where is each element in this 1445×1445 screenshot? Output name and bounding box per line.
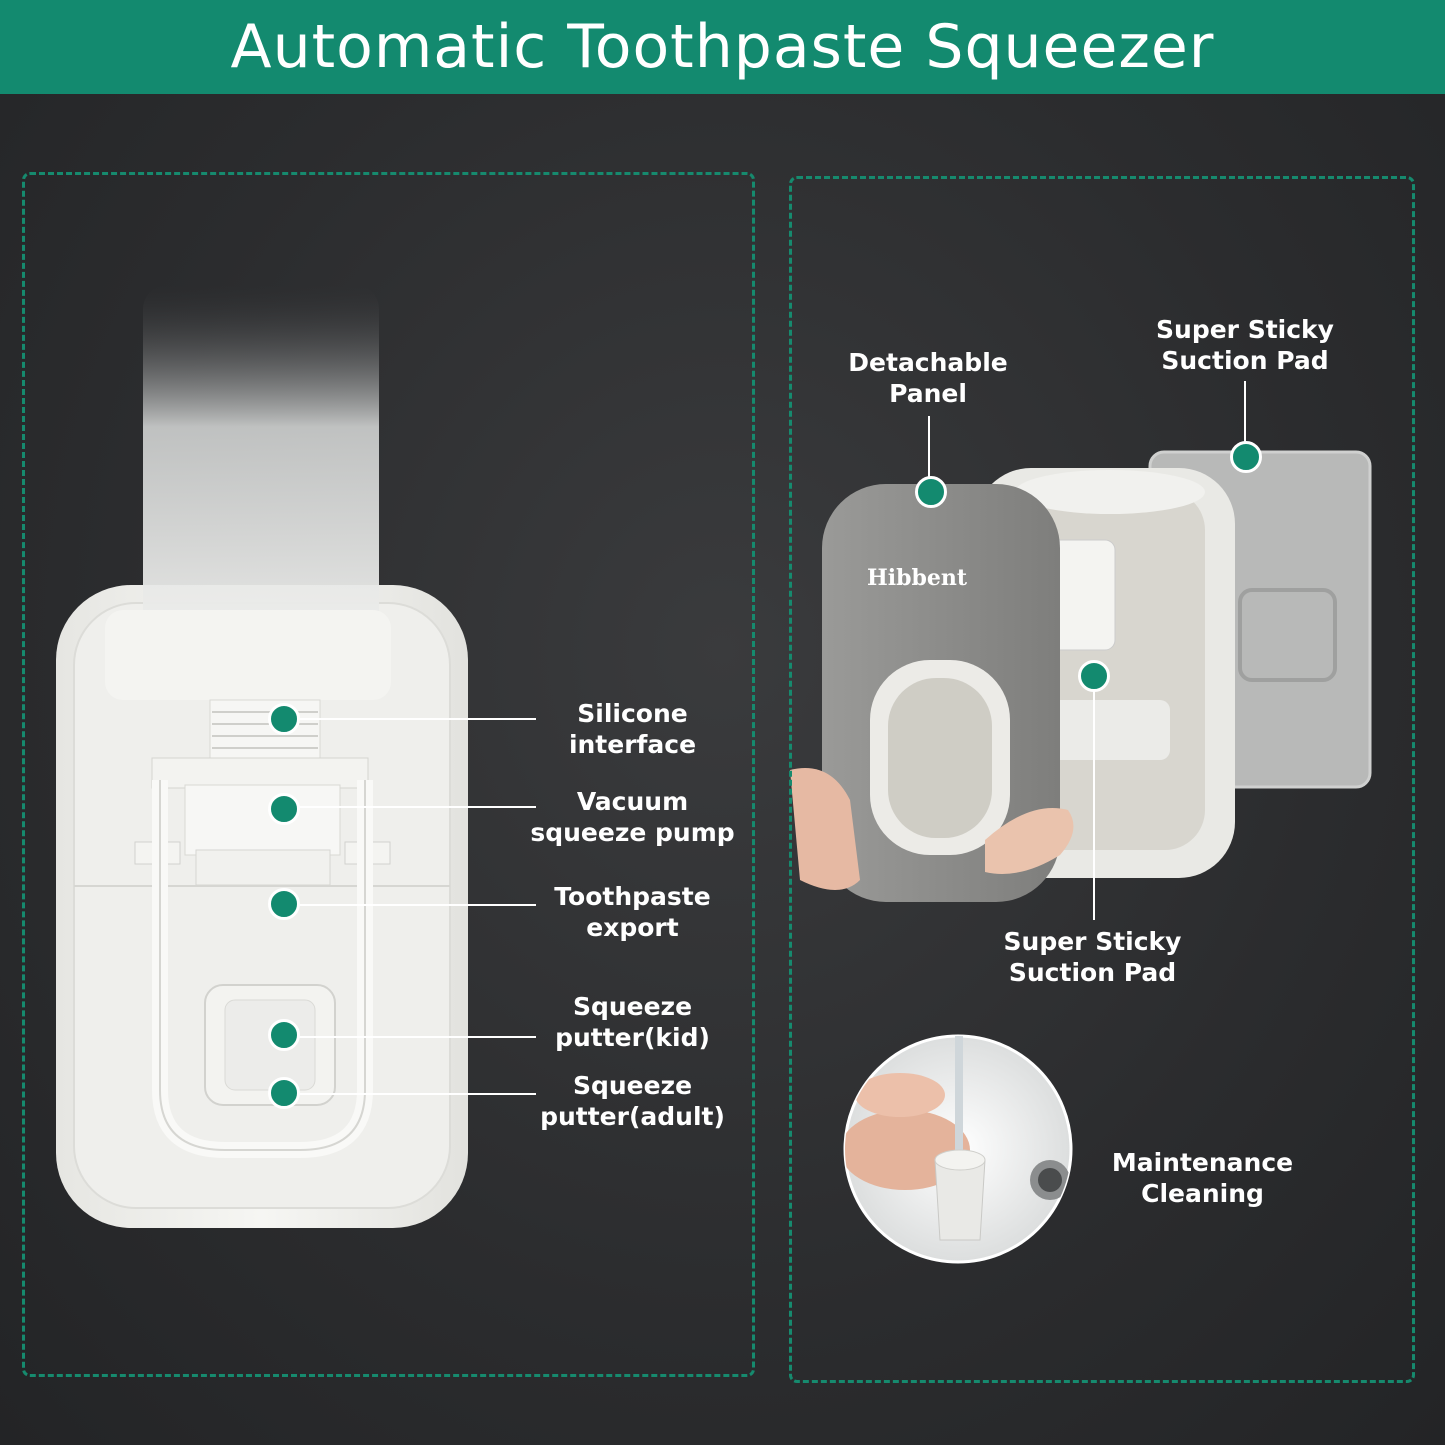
label-squeeze-putter-adult: Squeeze putter(adult) <box>540 1071 725 1131</box>
callout-line-adult <box>296 1093 536 1095</box>
marker-dot-vacuum <box>268 793 300 825</box>
left-product-panel <box>22 172 755 1377</box>
marker-dot-silicone <box>268 703 300 735</box>
label-suction-pad-top: Super Sticky Suction Pad <box>1156 315 1334 375</box>
marker-dot-pad-top <box>1230 441 1262 473</box>
label-suction-pad-bottom: Super Sticky Suction Pad <box>1003 927 1182 987</box>
brand-logo: Hibbent <box>866 565 968 591</box>
marker-dot-panel <box>915 476 947 508</box>
label-detachable-panel: Detachable Panel <box>848 348 1008 408</box>
marker-dot-export <box>268 888 300 920</box>
right-product-panel <box>789 176 1415 1383</box>
title-banner: Automatic Toothpaste Squeezer <box>0 0 1445 94</box>
callout-line-export <box>296 904 536 906</box>
callout-line-silicone <box>296 718 536 720</box>
label-silicone-interface: Silicone interface <box>568 699 697 759</box>
label-squeeze-putter-kid: Squeeze putter(kid) <box>555 992 710 1052</box>
label-toothpaste-export: Toothpaste export <box>554 882 711 942</box>
marker-dot-kid <box>268 1019 300 1051</box>
label-maintenance-cleaning: Maintenance Cleaning <box>1111 1148 1294 1208</box>
page-title: Automatic Toothpaste Squeezer <box>230 12 1215 82</box>
callout-line-kid <box>296 1036 536 1038</box>
callout-line-vacuum <box>296 806 536 808</box>
callout-line-pad-top <box>1244 381 1246 443</box>
callout-line-pad-bottom <box>1093 690 1095 920</box>
label-vacuum-squeeze-pump: Vacuum squeeze pump <box>530 787 735 847</box>
marker-dot-pad-bottom <box>1078 660 1110 692</box>
marker-dot-adult <box>268 1077 300 1109</box>
callout-line-panel <box>928 416 930 478</box>
